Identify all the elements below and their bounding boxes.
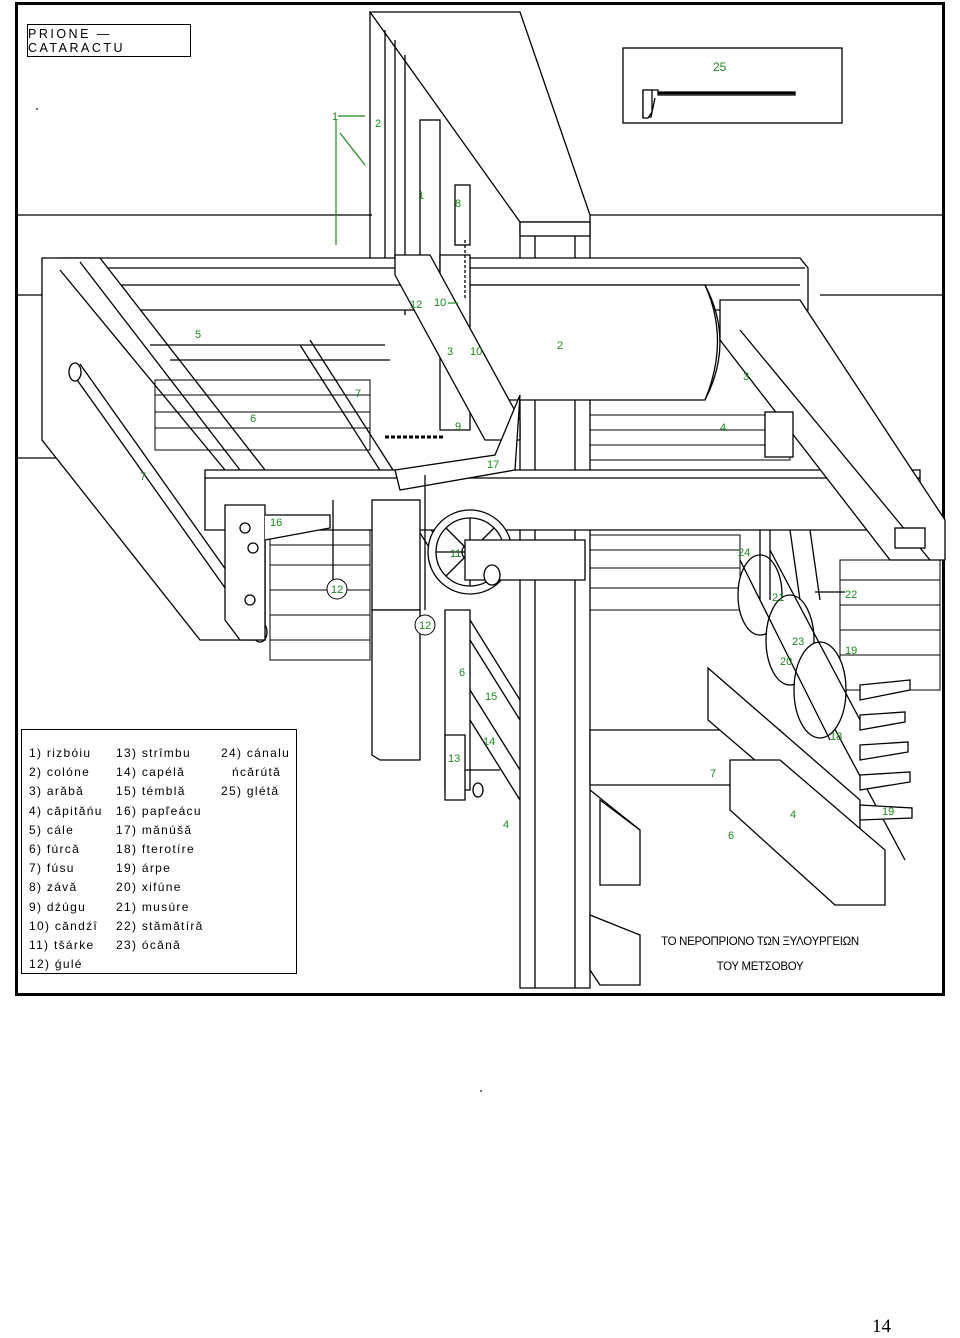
legend-column-1: 1) rizbóiu 2) colóne 3) arăbă 4) căpităń… [29,744,103,974]
part-label-2: 2 [557,340,563,352]
part-label-7: 7 [710,768,716,780]
part-label-4: 4 [503,819,509,831]
part-label-3: 3 [743,371,749,383]
part-label-18: 18 [830,731,842,743]
legend-item: 16) papľeácu [116,803,202,818]
part-label-5: 5 [195,329,201,341]
part-label-4: 4 [720,422,726,434]
part-label-25: 25 [713,60,727,74]
part-label-19: 19 [882,806,894,818]
part-label-12: 12 [419,620,431,632]
legend-item: 18) fterotíre [116,841,195,856]
part-label-21: 21 [772,592,784,604]
legend-item: 24) cánalu [221,746,291,760]
part-label-14: 14 [483,736,495,748]
part-label-1: 1 [332,111,338,123]
legend-item: 7) fúsu [29,861,75,876]
legend-item: 8) závă [29,880,78,895]
legend-item: 17) mănúšă [116,822,193,837]
part-label-8: 8 [455,198,461,210]
legend-item: 3) arăbă [29,784,85,799]
part-label-7: 7 [140,471,146,483]
part-label-17: 17 [487,459,499,471]
speck-mark [36,108,38,110]
legend-item: 21) musúre [116,899,190,914]
legend-item: 6) fúrcă [29,841,81,856]
sawmill-drawing: 1218121010325769341771611241212212223201… [18,11,946,989]
part-label-7: 7 [355,388,361,400]
part-label-11: 11 [450,548,461,560]
legend-item: 4) căpităńu [29,803,103,818]
legend-item: 11) tšárke [29,937,95,952]
greek-caption: ΤΟ ΝΕΡΟΠΡΙΟΝΟ ΤΩΝ ΞΥΛΟΥΡΓΕΙΩΝ ΤΟΥ ΜΕΤΣΟΒ… [660,930,860,980]
part-label-16: 16 [270,517,282,529]
part-label-12: 12 [410,299,422,311]
part-label-2: 2 [375,118,381,130]
legend-item: ńcărútă [232,765,282,780]
legend-item: 20) xifúne [116,880,182,895]
legend-item: 19) árpe [116,861,172,876]
caption-line: ΤΟΥ ΜΕΤΣΟΒΟΥ [716,961,804,973]
speck-mark [480,1090,482,1092]
legend-item: 10) căndźî [29,918,99,933]
legend-item: 23) ócănă [116,937,182,952]
legend-item: 9) dźúgu [29,899,87,914]
legend-item: 13) strîmbu [116,746,191,760]
page-number: 14 [872,1316,891,1337]
legend-item: 12) ǵulé [29,957,83,972]
legend-item: 14) capélă [116,765,186,780]
legend-item: 5) cále [29,822,75,837]
part-label-23: 23 [792,636,804,648]
legend-box: 1) rizbóiu 2) colóne 3) arăbă 4) căpităń… [21,729,297,974]
part-label-4: 4 [790,809,796,821]
legend-item: 25) glétă [221,784,280,799]
part-label-13: 13 [448,753,460,765]
part-label-1: 1 [418,190,424,202]
part-label-19: 19 [845,645,857,657]
part-label-20: 20 [780,656,792,668]
legend-column-2: 13) strîmbu 14) capélă 15) témblă 16) pa… [116,744,204,955]
legend-column-3: 24) cánalu ńcărútă 25) glétă [221,744,290,802]
legend-item: 1) rizbóiu [29,746,92,760]
legend-item: 2) colóne [29,765,91,780]
part-label-6: 6 [459,667,465,679]
legend-item: 15) témblă [116,784,186,799]
part-label-6: 6 [250,413,256,425]
part-label-3: 3 [447,346,453,358]
label-hub-circle [326,578,348,600]
part-label-10: 10 [434,297,446,309]
part-label-10: 10 [470,346,482,358]
part-label-12: 12 [331,584,343,596]
part-label-22: 22 [845,589,857,601]
drawing-title: PRIONE — CATARACTU [27,24,191,57]
part-label-15: 15 [485,691,497,703]
part-label-6: 6 [728,830,734,842]
caption-line: ΤΟ ΝΕΡΟΠΡΙΟΝΟ ΤΩΝ ΞΥΛΟΥΡΓΕΙΩΝ [661,936,859,948]
legend-item: 22) stămătíră [116,918,204,933]
label-hub-circle [414,614,436,636]
part-label-24: 24 [738,547,750,559]
part-label-9: 9 [455,421,461,433]
